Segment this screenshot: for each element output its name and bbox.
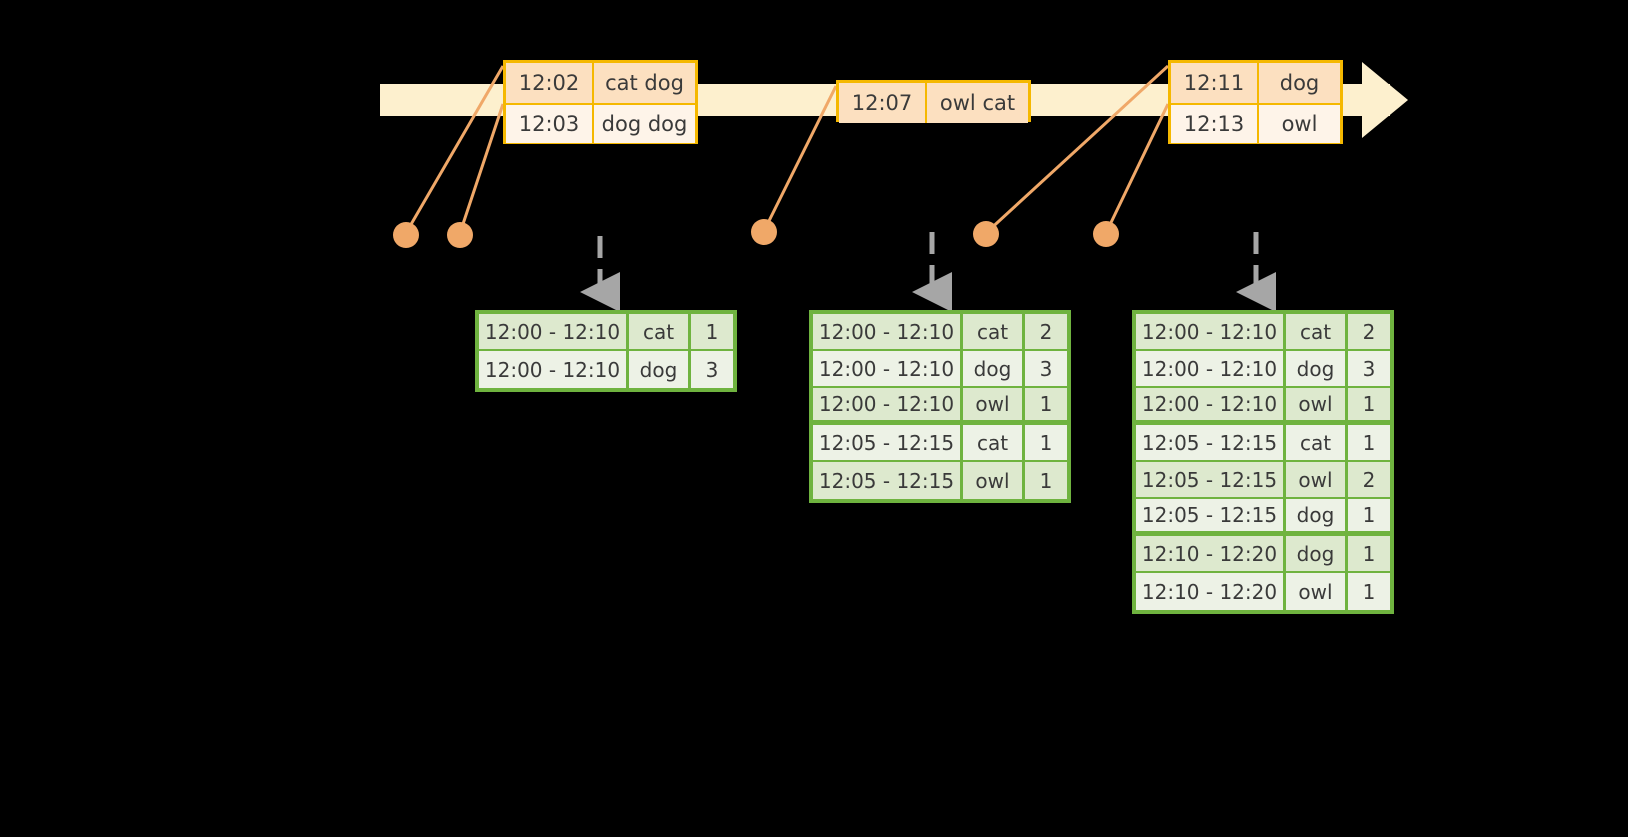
event-group-2: 12:07 owl cat <box>836 80 1031 123</box>
event-words: dog dog <box>601 112 688 136</box>
cell-window: 12:10 - 12:20 <box>1136 573 1286 610</box>
event-words: owl cat <box>939 91 1016 115</box>
cell-window: 12:00 - 12:10 <box>813 351 963 388</box>
cell-word: owl <box>1286 573 1348 610</box>
connector-dot <box>393 222 419 248</box>
emit-arrows <box>580 232 1276 312</box>
event-time: 12:11 <box>1171 63 1259 103</box>
event-row[interactable]: 12:13 owl <box>1171 103 1340 143</box>
cell-count: 3 <box>1348 351 1390 388</box>
cell-word: dog <box>1286 499 1348 536</box>
cell-count: 1 <box>1025 462 1067 499</box>
cell-window: 12:00 - 12:10 <box>1136 314 1286 351</box>
cell-window: 12:05 - 12:15 <box>813 462 963 499</box>
cell-count: 1 <box>1348 499 1390 536</box>
cell-window: 12:05 - 12:15 <box>1136 425 1286 462</box>
cell-count: 1 <box>1348 425 1390 462</box>
event-time: 12:02 <box>506 63 594 103</box>
cell-window: 12:10 - 12:20 <box>1136 536 1286 573</box>
event-group-3: 12:11 dog 12:13 owl <box>1168 60 1343 144</box>
cell-word: owl <box>963 388 1025 425</box>
cell-word: cat <box>1286 425 1348 462</box>
cell-word: owl <box>963 462 1025 499</box>
connector-dots <box>393 219 1119 248</box>
cell-window: 12:00 - 12:10 <box>813 314 963 351</box>
cell-word: owl <box>1286 462 1348 499</box>
cell-count: 1 <box>1348 388 1390 425</box>
cell-window: 12:05 - 12:15 <box>1136 462 1286 499</box>
cell-count: 3 <box>691 351 733 388</box>
event-time: 12:07 <box>839 83 927 123</box>
cell-word: cat <box>1286 314 1348 351</box>
cell-window: 12:00 - 12:10 <box>479 314 629 351</box>
event-words: cat dog <box>605 71 684 95</box>
cell-window: 12:00 - 12:10 <box>1136 351 1286 388</box>
cell-word: dog <box>1286 351 1348 388</box>
cell-window: 12:00 - 12:10 <box>479 351 629 388</box>
connector-dot <box>751 219 777 245</box>
cell-word: cat <box>629 314 691 351</box>
event-group-1: 12:02 cat dog 12:03 dog dog <box>503 60 698 144</box>
cell-word: cat <box>963 314 1025 351</box>
cell-word: dog <box>963 351 1025 388</box>
event-words: owl <box>1281 112 1318 136</box>
cell-count: 1 <box>1025 425 1067 462</box>
cell-count: 1 <box>691 314 733 351</box>
cell-window: 12:05 - 12:15 <box>1136 499 1286 536</box>
cell-count: 2 <box>1348 462 1390 499</box>
connector-dot <box>973 221 999 247</box>
cell-count: 3 <box>1025 351 1067 388</box>
cell-count: 2 <box>1025 314 1067 351</box>
cell-word: cat <box>963 425 1025 462</box>
cell-count: 1 <box>1025 388 1067 425</box>
event-row[interactable]: 12:11 dog <box>1171 63 1340 103</box>
event-row[interactable]: 12:02 cat dog <box>506 63 695 103</box>
cell-word: dog <box>629 351 691 388</box>
event-words: dog <box>1279 71 1320 95</box>
connector-dot <box>1093 221 1119 247</box>
event-row[interactable]: 12:03 dog dog <box>506 103 695 143</box>
cell-window: 12:00 - 12:10 <box>1136 388 1286 425</box>
cell-count: 2 <box>1348 314 1390 351</box>
connector-dot <box>447 222 473 248</box>
cell-count: 1 <box>1348 573 1390 610</box>
cell-window: 12:05 - 12:15 <box>813 425 963 462</box>
event-time: 12:03 <box>506 105 594 143</box>
cell-count: 1 <box>1348 536 1390 573</box>
event-time: 12:13 <box>1171 105 1259 143</box>
cell-window: 12:00 - 12:10 <box>813 388 963 425</box>
cell-word: owl <box>1286 388 1348 425</box>
cell-word: dog <box>1286 536 1348 573</box>
event-row[interactable]: 12:07 owl cat <box>839 83 1028 123</box>
